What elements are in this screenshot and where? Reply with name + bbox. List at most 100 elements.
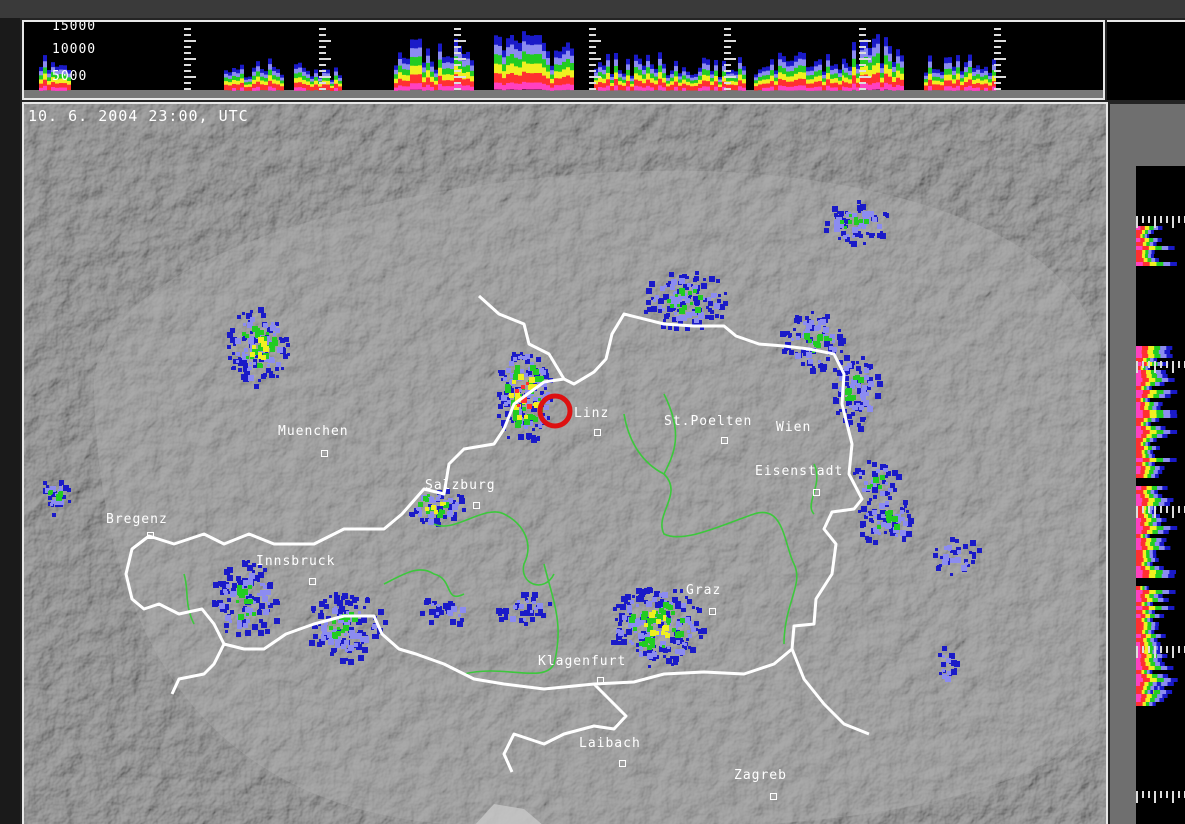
profile-echo-cell: [63, 87, 67, 91]
echo-cell: [328, 639, 334, 645]
profile-echo-cell: [738, 80, 742, 90]
echo-cell: [878, 532, 881, 535]
echo-cell: [868, 211, 874, 217]
top-strip: [0, 0, 1185, 18]
echo-cell: [854, 217, 858, 221]
profile-echo-cell: [1136, 414, 1143, 418]
profile-echo-cell: [940, 85, 944, 91]
echo-cell: [242, 561, 248, 567]
profile-echo-cell: [900, 85, 904, 91]
echo-cell: [462, 508, 466, 512]
profile-echo-cell: [1136, 626, 1144, 630]
echo-cell: [849, 214, 852, 217]
echo-cell: [666, 647, 671, 652]
echo-cell: [714, 303, 720, 309]
echo-cell: [660, 603, 664, 607]
echo-cell: [252, 624, 258, 630]
profile-echo-cell: [782, 80, 786, 90]
profile-tick: [454, 82, 461, 84]
profile-echo-cell: [55, 87, 59, 91]
radar-site-marker-icon: [537, 393, 573, 429]
echo-cell: [425, 599, 428, 602]
profile-echo-cell: [526, 82, 530, 90]
profile-tick: [1178, 646, 1180, 653]
echo-cell: [967, 564, 970, 567]
echo-cell: [507, 436, 510, 439]
echo-cell: [503, 608, 509, 614]
echo-cell: [507, 385, 511, 389]
echo-cell: [338, 609, 343, 614]
echo-cell: [723, 301, 728, 306]
echo-cell: [252, 570, 255, 573]
echo-cell: [269, 371, 273, 375]
echo-cell: [969, 551, 972, 554]
profile-echo-cell: [976, 83, 980, 90]
profile-echo-cell: [822, 85, 826, 91]
echo-cell: [677, 304, 680, 307]
echo-cell: [342, 619, 345, 622]
echo-cell: [670, 296, 676, 302]
profile-tick: [454, 88, 461, 90]
echo-cell: [531, 384, 534, 387]
echo-cell: [693, 278, 697, 282]
echo-cell: [650, 643, 655, 648]
map-svg: [24, 104, 1106, 824]
echo-cell: [621, 596, 627, 602]
echo-cell: [857, 200, 861, 204]
profile-echo-cell: [1136, 426, 1141, 430]
echo-cell: [528, 421, 533, 426]
echo-cell: [950, 573, 953, 576]
profile-tick: [589, 28, 596, 30]
echo-cell: [423, 496, 428, 501]
echo-cell: [383, 620, 388, 625]
echo-cell: [544, 387, 547, 390]
echo-cell: [660, 599, 664, 603]
echo-cell: [673, 589, 677, 593]
profile-echo-cell: [988, 85, 992, 91]
echo-cell: [261, 313, 266, 318]
city-label-klagenfurt: Klagenfurt: [538, 654, 627, 669]
profile-echo-cell: [666, 86, 670, 91]
echo-cell: [670, 301, 673, 304]
profile-tick: [1172, 361, 1174, 373]
echo-cell: [875, 374, 881, 380]
echo-cell: [498, 404, 503, 409]
echo-cell: [864, 368, 869, 373]
echo-cell: [663, 655, 666, 658]
echo-cell: [836, 217, 842, 223]
echo-cell: [638, 633, 644, 639]
profile-echo-cell: [868, 77, 872, 89]
profile-tick: [1172, 216, 1174, 228]
profile-echo-cell: [534, 82, 538, 90]
echo-cell: [436, 521, 440, 525]
echo-cell: [824, 228, 829, 233]
echo-cell: [422, 521, 425, 524]
echo-cell: [227, 575, 233, 581]
profile-echo-cell: [39, 83, 43, 90]
echo-cell: [524, 622, 528, 626]
profile-echo-cell: [51, 87, 55, 91]
echo-cell: [641, 614, 647, 620]
profile-tick: [994, 52, 1001, 54]
echo-cell: [685, 298, 690, 303]
profile-echo-cell: [264, 85, 268, 91]
echo-cell: [280, 338, 285, 343]
profile-echo-cell: [1136, 594, 1141, 598]
profile-tick: [1178, 216, 1180, 223]
echo-cell: [425, 507, 429, 511]
profile-tick: [1142, 216, 1144, 223]
profile-echo-cell: [538, 73, 542, 88]
echo-cell: [358, 630, 363, 635]
profile-echo-cell: [778, 78, 782, 89]
profile-echo-cell: [256, 86, 260, 91]
echo-cell: [809, 320, 814, 325]
echo-cell: [717, 299, 721, 303]
echo-cell: [516, 412, 519, 415]
echo-cell: [850, 384, 855, 389]
profile-tick: [454, 58, 466, 60]
profile-echo-cell: [260, 84, 264, 91]
profile-echo-cell: [1136, 650, 1141, 654]
echo-cell: [434, 601, 437, 604]
echo-cell: [220, 581, 226, 587]
echo-cell: [663, 615, 666, 618]
